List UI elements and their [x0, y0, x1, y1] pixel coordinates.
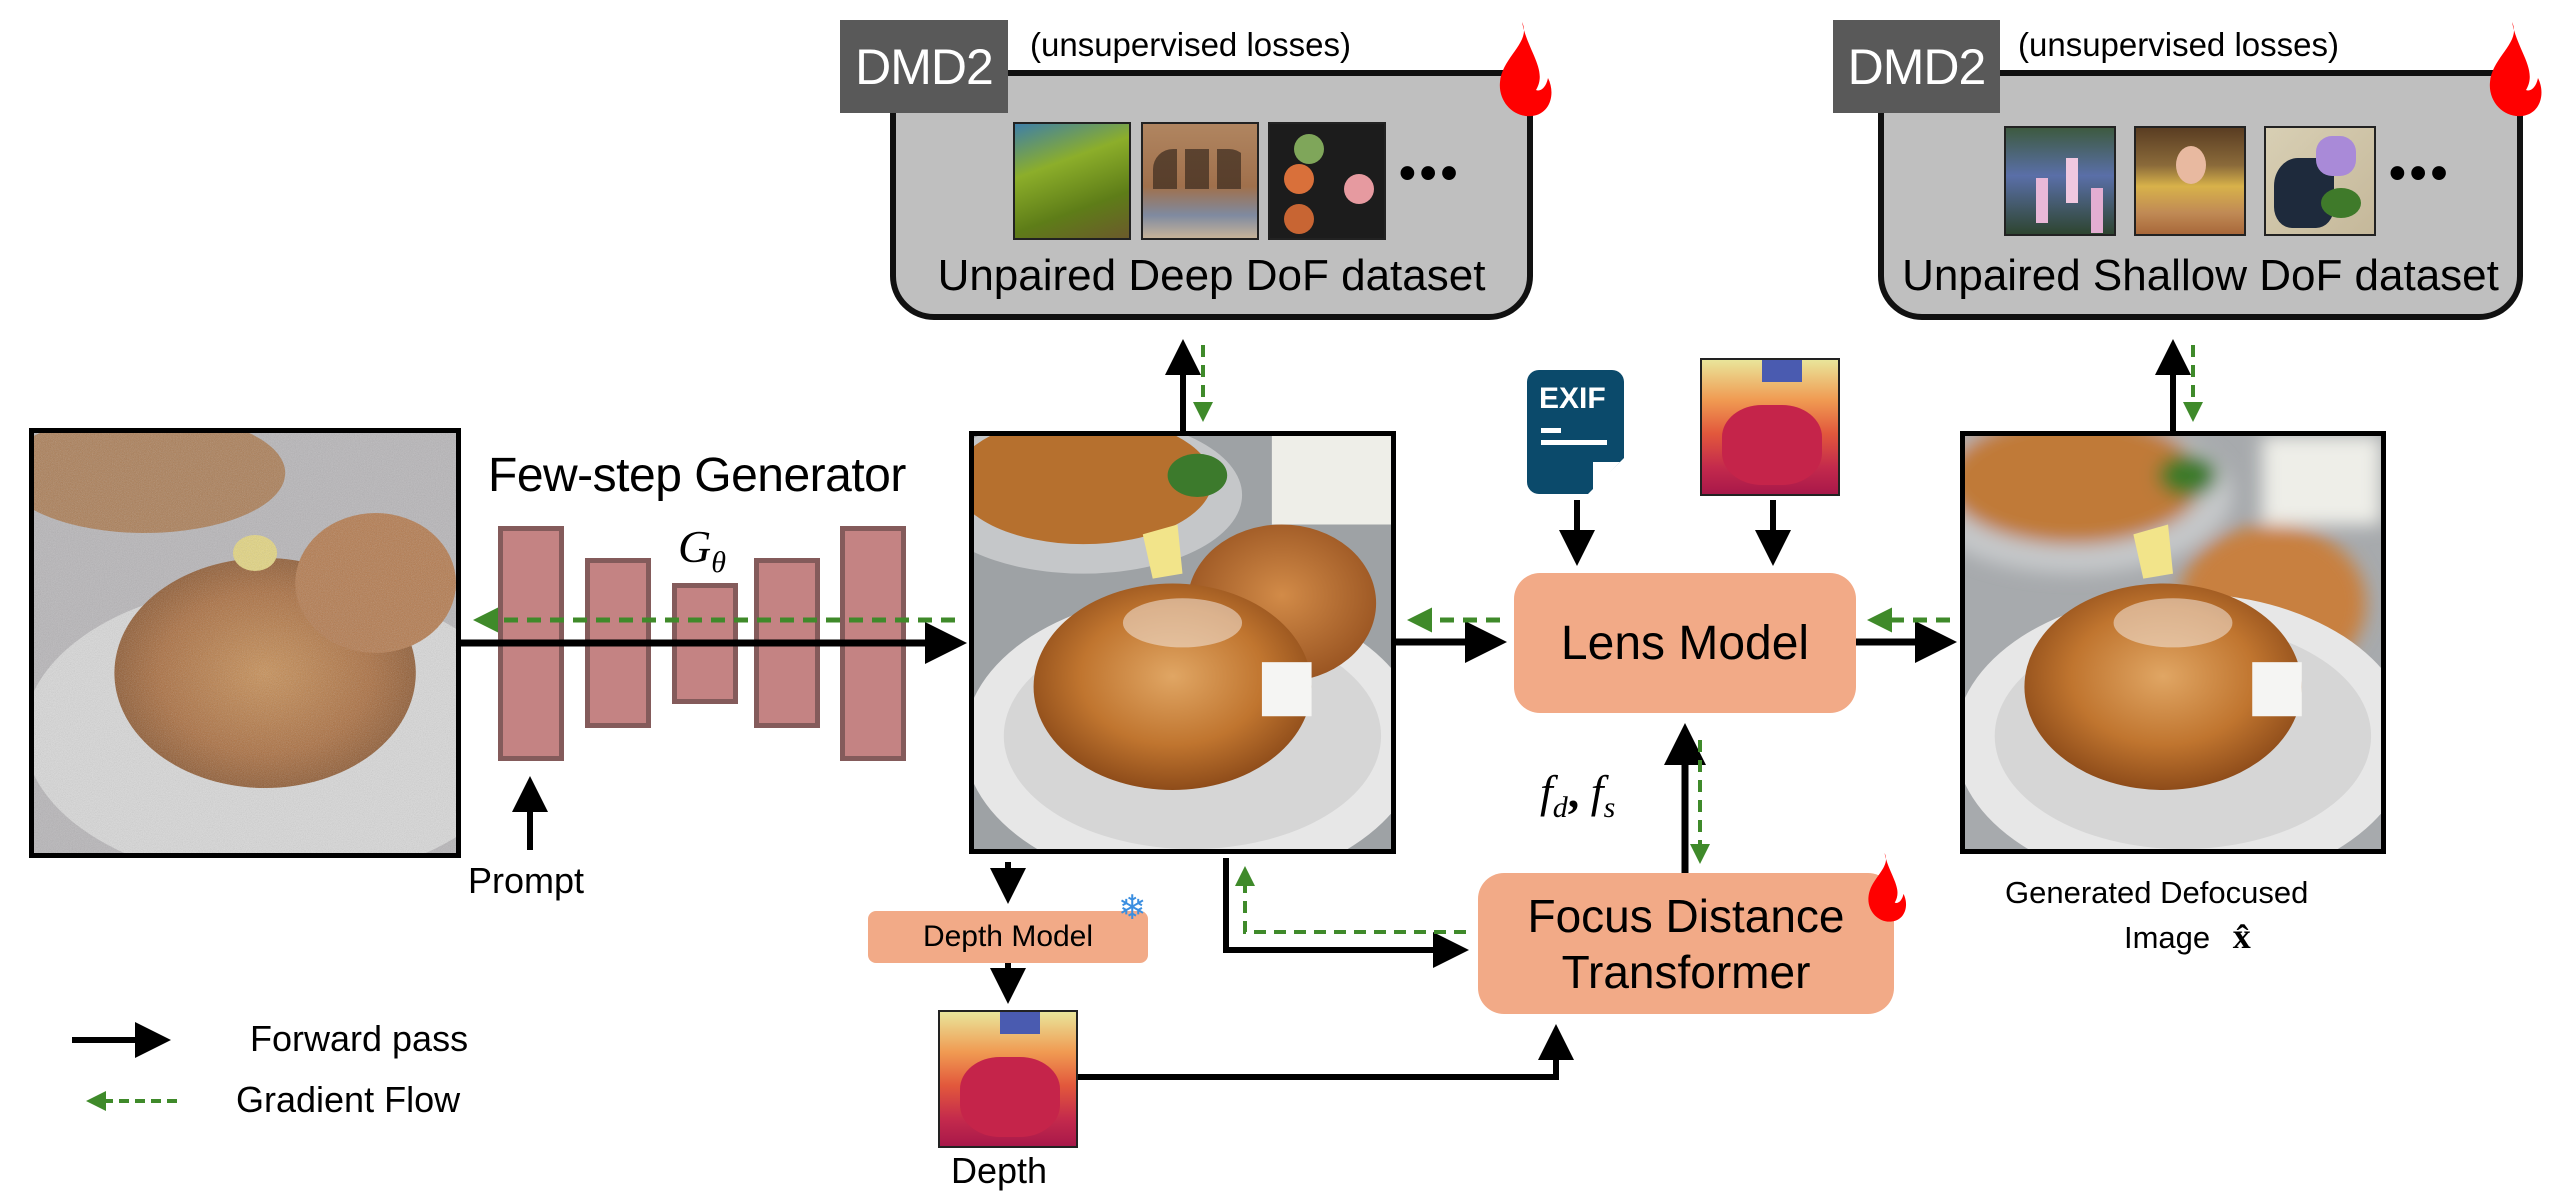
prompt-label: Prompt	[468, 860, 585, 901]
focus-params-label: fd, fs	[1540, 765, 1615, 825]
thumbnail-sushi	[1268, 122, 1386, 240]
candle-shapes	[2036, 178, 2048, 223]
legend-forward-label: Forward pass	[250, 1018, 469, 1059]
deep-dof-dataset-box: ••• Unpaired Deep DoF dataset	[890, 70, 1533, 320]
depth-near-region	[960, 1057, 1060, 1137]
depth-map-thumbnail-lens	[1700, 358, 1840, 496]
focus-s: s	[1603, 791, 1616, 825]
depth-label: Depth	[951, 1150, 1048, 1191]
more-thumbnails-ellipsis: •••	[1399, 147, 1462, 200]
snowflake-icon: ❄	[1118, 889, 1147, 927]
generated-clean-image	[969, 431, 1396, 854]
shallow-dof-dataset-box: ••• Unpaired Shallow DoF dataset	[1878, 70, 2523, 320]
thumbnail-tree	[1013, 122, 1131, 240]
shallow-dof-dataset-title: Unpaired Shallow DoF dataset	[1902, 251, 2499, 300]
depth-far-region	[1762, 360, 1802, 382]
output-label-line2: Image x̂	[2124, 915, 2251, 957]
generated-defocused-image	[1960, 431, 2386, 854]
thumbnail-stone	[2264, 126, 2376, 236]
generator-symbol-main: G	[678, 521, 712, 572]
depth-near-region	[1722, 405, 1822, 485]
man-head	[2176, 146, 2206, 184]
unsupervised-losses-label-shallow: (unsupervised losses)	[2018, 26, 2339, 63]
output-label-line1: Generated Defocused	[2005, 875, 2309, 910]
lens-model-label: Lens Model	[1560, 616, 1810, 670]
thumbnail-candles	[2004, 126, 2116, 236]
output-symbol: x̂	[2232, 916, 2251, 956]
focus-f2: f	[1590, 766, 1604, 817]
depth-model-label: Depth Model	[922, 920, 1094, 953]
fdt-label-line2: Transformer	[1561, 945, 1811, 998]
dmd2-tag-shallow: DMD2	[1833, 20, 2000, 113]
focus-distance-transformer-box: Focus Distance Transformer	[1478, 873, 1894, 1014]
fire-icon-shallow	[2489, 22, 2542, 117]
fire-icon-fdt	[1868, 853, 1907, 922]
generator-symbol-sub: θ	[711, 546, 726, 580]
dmd2-tag-deep: DMD2	[840, 20, 1008, 113]
amethyst-shape	[2316, 136, 2356, 176]
depth-map-thumbnail	[938, 1010, 1078, 1148]
focus-f1: f	[1540, 766, 1553, 817]
fire-icon-deep	[1499, 22, 1552, 117]
exif-label: EXIF	[1539, 382, 1606, 415]
fdt-label-line1: Focus Distance	[1527, 889, 1845, 942]
generator-title: Few-step Generator	[488, 449, 906, 502]
exif-file-icon: EXIF	[1527, 370, 1624, 494]
depth-far-region	[1000, 1012, 1040, 1034]
lens-model-box: Lens Model	[1514, 573, 1856, 713]
noisy-input-image	[29, 428, 461, 858]
depth-model-box: Depth Model	[868, 911, 1148, 963]
sushi-pieces	[1284, 164, 1314, 194]
focus-d: d	[1552, 791, 1568, 825]
unsupervised-losses-label-deep: (unsupervised losses)	[1030, 26, 1351, 63]
thumbnail-man-eating	[2134, 126, 2246, 236]
forward-arrow-depth-to-fdt	[1078, 1024, 1574, 1080]
focus-sep: ,	[1567, 766, 1591, 817]
herb-shape	[2321, 188, 2361, 218]
arch-shapes	[1153, 149, 1249, 189]
generator-symbol: Gθ	[678, 520, 726, 580]
output-label-image: Image	[2124, 920, 2211, 955]
thumbnail-building	[1141, 122, 1259, 240]
gradient-arrow-fdt-to-clean	[1235, 866, 1466, 934]
more-thumbnails-ellipsis: •••	[2389, 147, 2452, 200]
legend-gradient-label: Gradient Flow	[236, 1079, 461, 1120]
forward-arrow-clean-to-fdt	[1223, 858, 1469, 968]
deep-dof-dataset-title: Unpaired Deep DoF dataset	[937, 251, 1486, 300]
